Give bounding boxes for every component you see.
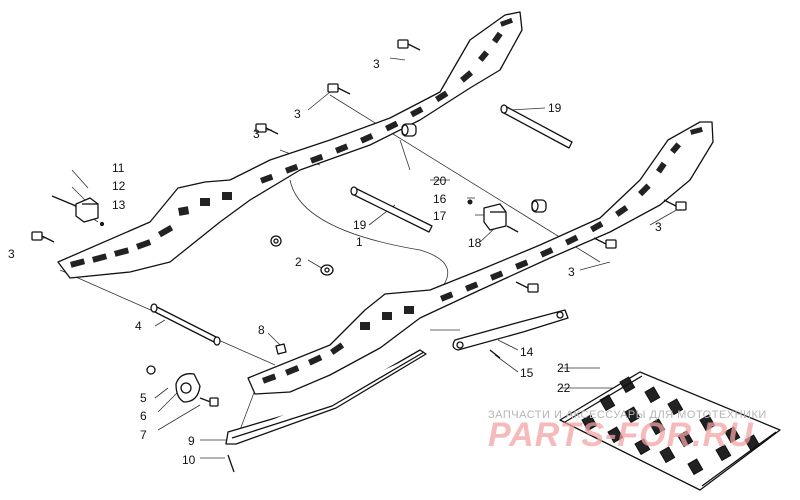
bolt-icon (397, 39, 421, 51)
cross-shaft-middle (350, 186, 433, 233)
bolt-icon (255, 123, 279, 135)
callout-21: 21 (557, 361, 571, 375)
callout-13: 13 (112, 198, 126, 212)
bumper-block-12 (51, 195, 105, 227)
screw-16-17 (467, 199, 519, 233)
track-21 (559, 371, 781, 491)
callout-7: 7 (140, 428, 147, 442)
axle-shaft (150, 303, 221, 346)
callout-15: 15 (520, 366, 534, 380)
bolt-icon (593, 237, 617, 249)
bolt-icon (663, 199, 687, 211)
callout-14: 14 (520, 345, 534, 359)
callout-2: 2 (295, 255, 302, 269)
callout-20: 20 (433, 174, 447, 188)
callout-10: 10 (182, 453, 196, 467)
callout-11: 11 (112, 161, 125, 175)
callout-5: 5 (140, 391, 147, 405)
callout-4: 4 (135, 319, 142, 333)
callout-3: 3 (8, 247, 15, 261)
callout-6: 6 (140, 409, 147, 423)
bushing-20-bottom (531, 199, 547, 213)
rail-left-slots (70, 17, 513, 268)
rail-right (247, 121, 714, 395)
callout-3: 3 (294, 107, 301, 121)
rail-left (57, 11, 523, 279)
callout-19: 19 (548, 101, 562, 115)
callout-16: 16 (433, 192, 447, 206)
bushing-20-top (401, 123, 417, 137)
rail-right-slots (261, 126, 703, 384)
slide-rail (225, 349, 427, 473)
wheel-bracket-6 (146, 365, 219, 407)
spacers (270, 235, 334, 276)
callout-22: 22 (557, 381, 571, 395)
callout-labels: 3 3 3 3 3 3 1 2 4 5 6 7 8 9 10 11 12 13 … (8, 57, 662, 467)
callout-18: 18 (468, 236, 482, 250)
bolt-icon (515, 281, 539, 293)
track-lugs (581, 376, 761, 476)
watermark: ЗАПЧАСТИ И АКСЕССУАРЫ ДЛЯ МОТОТЕХНИКИ PA… (488, 409, 767, 454)
callout-8: 8 (258, 323, 265, 337)
bolts (31, 39, 687, 293)
callout-3: 3 (568, 265, 575, 279)
callout-1: 1 (356, 235, 363, 249)
bolt-icon (327, 83, 351, 95)
callout-9: 9 (188, 434, 195, 448)
callout-19: 19 (353, 218, 367, 232)
callout-3: 3 (655, 220, 662, 234)
cross-shaft-upper (500, 104, 573, 149)
callout-17: 17 (433, 209, 447, 223)
callout-3: 3 (373, 57, 380, 71)
callout-3: 3 (253, 127, 260, 141)
watermark-subtitle: ЗАПЧАСТИ И АКСЕССУАРЫ ДЛЯ МОТОТЕХНИКИ (488, 409, 767, 421)
bolt-icon (31, 231, 55, 243)
callout-12: 12 (112, 179, 126, 193)
stabilizer-bar-14 (452, 309, 569, 359)
clip-8 (275, 343, 287, 355)
bumper-block-18 (483, 203, 507, 231)
watermark-brand: PARTS-FOR.RU (488, 416, 754, 454)
